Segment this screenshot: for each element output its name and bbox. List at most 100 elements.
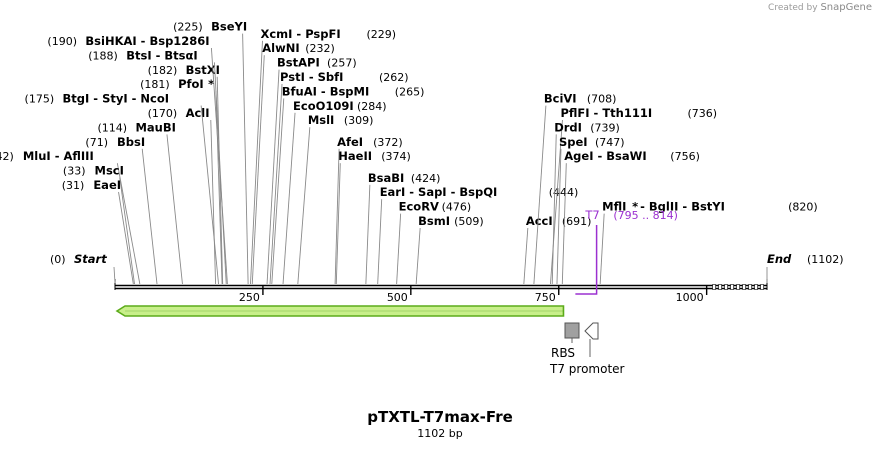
restriction-site: AccI(691)	[523, 214, 592, 285]
t7-promoter-arrow	[584, 322, 599, 340]
backbone-dash	[754, 284, 758, 290]
site-leader	[251, 55, 265, 285]
site-position: (265)	[395, 85, 425, 98]
restriction-site: (71)BbsI	[85, 135, 158, 285]
site-position: (309)	[344, 114, 374, 127]
site-position: (691)	[562, 215, 592, 228]
site-position: (756)	[670, 150, 700, 163]
restriction-site: (182)BstXI	[148, 63, 224, 285]
site-leader	[166, 134, 183, 285]
site-leader	[556, 148, 562, 285]
restriction-site: SpeI(747)	[556, 135, 625, 285]
restriction-site: EarI - SapI - BspQI(444)	[377, 185, 578, 285]
site-leader	[334, 148, 340, 285]
backbone-dash	[730, 284, 734, 290]
site-label: PflFI - Tth111I	[560, 106, 652, 120]
site-label: PstI - SbfI	[280, 70, 343, 84]
site-label: BseYI	[211, 20, 247, 34]
site-position: (372)	[373, 136, 403, 149]
site-label: BtsI - BtsαI	[126, 48, 197, 62]
site-label: HaeII	[338, 149, 372, 163]
site-label: BciVI	[544, 92, 577, 106]
site-leader	[599, 213, 605, 285]
site-star: *	[208, 77, 214, 91]
site-leader	[210, 47, 228, 285]
restriction-site: (33)MscI	[63, 164, 135, 285]
ruler-tick-label: 1000	[676, 291, 704, 304]
site-star: *	[632, 200, 638, 214]
restriction-site: AfeI (372)	[334, 135, 403, 285]
start-label: Start	[74, 252, 107, 266]
backbone-dash	[736, 284, 740, 290]
start-leader	[113, 266, 116, 284]
restriction-site: (114)MauBI	[97, 120, 183, 285]
site-label: EaeI	[93, 178, 121, 192]
site-label: PfoI	[178, 77, 204, 91]
site-position: (374)	[381, 150, 411, 163]
rbs-label: RBS	[551, 346, 575, 360]
site-position: (232)	[305, 42, 335, 55]
restriction-site: XcmI - PspFI(229)	[250, 27, 396, 285]
site-position: (257)	[327, 57, 357, 70]
credit-brand: SnapGene	[820, 2, 872, 13]
restriction-site: (175)BtgI - StyI - NcoI	[25, 92, 219, 285]
site-position: (229)	[366, 28, 396, 41]
site-leader	[550, 119, 563, 285]
restriction-site: (170) AclI	[148, 106, 217, 285]
site-leader	[365, 184, 371, 285]
site-label: BfuAI - BspMI	[282, 84, 369, 98]
ruler-tick-label: 500	[387, 291, 408, 304]
site-leader	[377, 199, 383, 285]
credit-prefix: Created by	[768, 3, 818, 13]
site-label: BstAPI	[277, 56, 320, 70]
end-position: (1102)	[807, 253, 844, 266]
restriction-site: EcoO109I(284)	[282, 99, 387, 285]
site-label: EarI - SapI - BspQI	[380, 185, 498, 199]
site-label: AfeI	[337, 135, 363, 149]
site-label: AlwNI	[262, 41, 299, 55]
site-label: MauBI	[135, 120, 175, 134]
restriction-site: BsaBI(424)	[365, 171, 440, 285]
restriction-site: PflFI - Tth111I (736)	[550, 106, 717, 285]
site-leader	[250, 40, 263, 285]
site-position: (188)	[88, 49, 118, 62]
site-label: AclI	[186, 106, 210, 120]
restriction-site: (42)MluI - AflIII	[0, 149, 141, 285]
backbone-dash	[742, 284, 746, 290]
site-leader	[216, 76, 224, 285]
site-label: MflI	[602, 200, 626, 214]
t7-terminator-bracket	[575, 225, 598, 295]
snapgene-credit: Created by SnapGene	[768, 2, 872, 13]
t7-terminator: T7(795 .. 814)	[575, 208, 678, 295]
backbone-dash	[712, 284, 716, 290]
site-leader	[119, 177, 135, 285]
site-position: (747)	[595, 136, 625, 149]
site-position: (31)	[62, 179, 85, 192]
restriction-site: AlwNI (232)	[251, 41, 335, 285]
end-label: End	[767, 252, 792, 266]
site-label-extra: - BglII - BstYI	[640, 200, 725, 214]
site-label: BtgI - StyI - NcoI	[63, 92, 170, 106]
site-position: (182)	[148, 64, 178, 77]
site-position: (42)	[0, 150, 14, 163]
site-leader	[118, 191, 134, 285]
backbone-dash	[748, 284, 752, 290]
site-position: (820)	[788, 201, 818, 214]
rbs-box	[564, 322, 580, 339]
site-position: (736)	[687, 107, 717, 120]
site-leader	[266, 69, 280, 285]
cds-feature-arrow	[115, 305, 565, 317]
site-position: (190)	[47, 35, 77, 48]
site-leader	[396, 213, 402, 285]
ruler-tick-label: 250	[239, 291, 260, 304]
restriction-site: EcoRV(476)	[396, 200, 471, 285]
site-label: MslI	[308, 113, 335, 127]
site-position: (170)	[148, 107, 178, 120]
site-label: BsmI	[418, 214, 450, 228]
site-leader	[523, 227, 529, 285]
site-leader	[335, 163, 341, 285]
site-leader	[116, 163, 141, 285]
restriction-site: BsmI(509)	[415, 214, 484, 285]
site-leader	[141, 148, 158, 285]
